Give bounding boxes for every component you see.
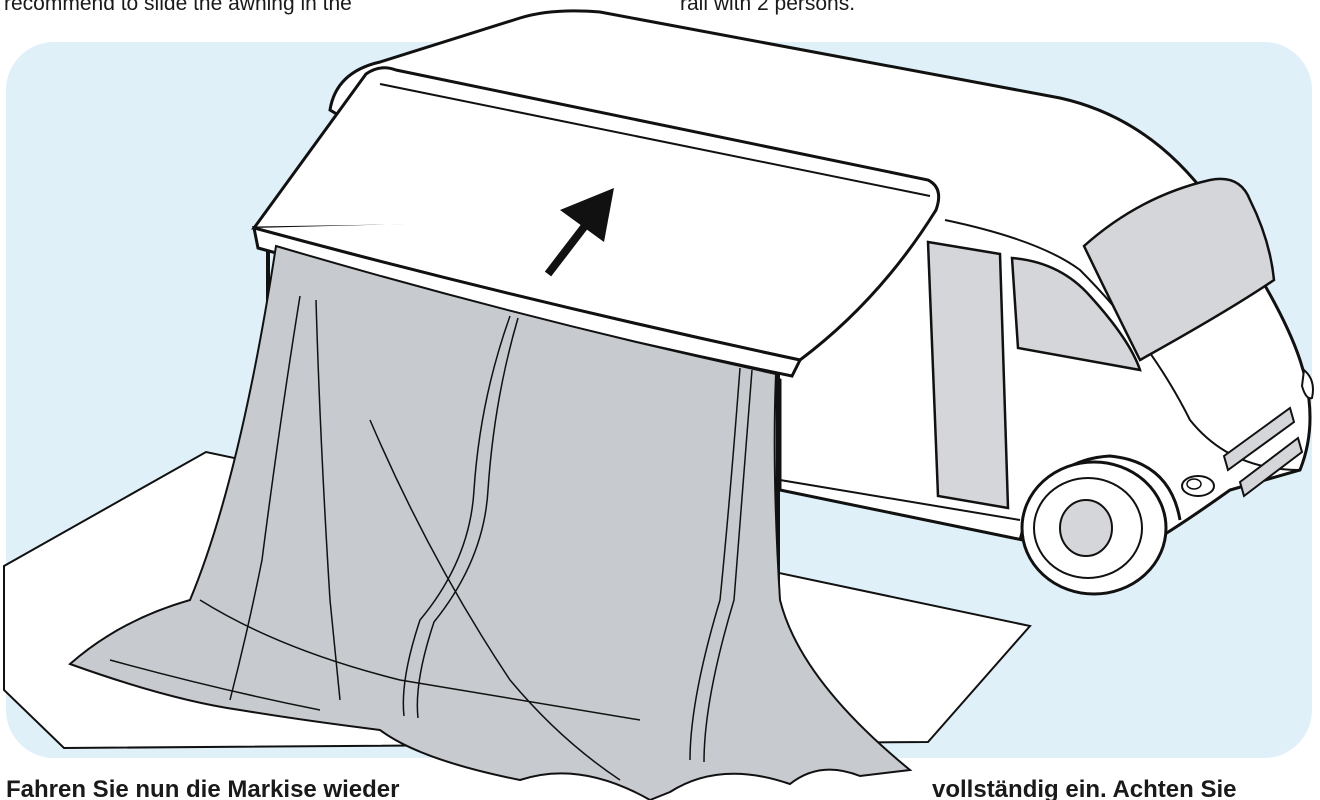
wheel-hub	[1060, 500, 1112, 556]
instruction-text-bottom-left: Fahren Sie nun die Markise wieder	[6, 776, 399, 800]
instruction-text-bottom-right: vollständig ein. Achten Sie	[932, 776, 1237, 800]
side-door	[928, 242, 1008, 508]
